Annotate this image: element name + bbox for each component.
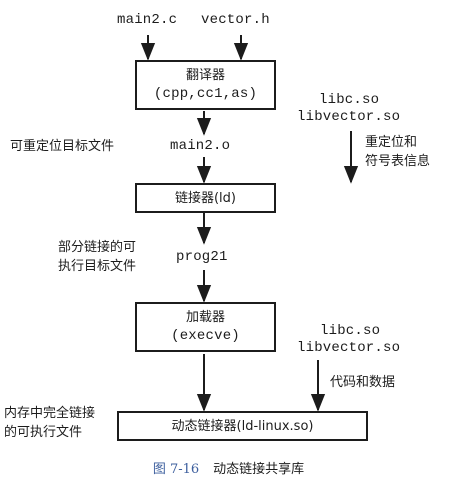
caption-fig-number: 图 7-16	[152, 462, 200, 477]
loader-title: 加载器	[185, 310, 225, 325]
caption-title: 动态链接共享库	[213, 462, 305, 477]
dyn-linker-label: 动态链接器(ld-linux.so)	[171, 418, 314, 434]
reloc-info-line1: 重定位和	[365, 135, 418, 150]
memory-line1: 内存中完全链接	[4, 406, 96, 421]
linker-label: 链接器(ld)	[174, 190, 236, 206]
figure-caption: 图 7-16 动态链接共享库	[0, 458, 457, 477]
memory-line2: 的可执行文件	[4, 425, 83, 440]
dyn-linker-box: 动态链接器(ld-linux.so)	[117, 411, 368, 441]
partial-line1: 部分链接的可	[58, 240, 137, 255]
reloc-info-line2: 符号表信息	[365, 154, 431, 169]
translator-box: 翻译器 (cpp,cc1,as)	[135, 60, 276, 110]
input-main-c: main2.c	[117, 12, 178, 28]
loader-sub: (execve)	[171, 328, 240, 344]
libs-top-line1: libc.so	[319, 92, 380, 108]
partial-line2: 执行目标文件	[58, 259, 137, 274]
reloc-label: 可重定位目标文件	[10, 139, 115, 154]
libs-bottom-line1: libc.so	[320, 323, 381, 339]
code-data-label: 代码和数据	[330, 375, 396, 390]
translator-title: 翻译器	[185, 68, 225, 83]
translator-sub: (cpp,cc1,as)	[153, 86, 258, 102]
reloc-file: main2.o	[170, 138, 231, 154]
input-vector-h: vector.h	[201, 12, 270, 28]
libs-top-line2: libvector.so	[297, 109, 401, 125]
partial-file: prog21	[176, 249, 228, 265]
loader-box: 加载器 (execve)	[135, 302, 276, 352]
libs-bottom-line2: libvector.so	[297, 340, 401, 356]
linker-box: 链接器(ld)	[135, 183, 276, 213]
